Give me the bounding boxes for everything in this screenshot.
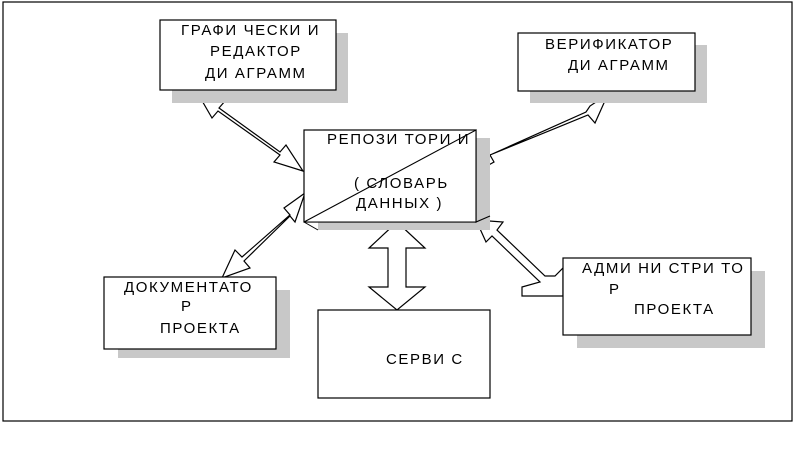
service-box	[317, 309, 491, 399]
administrator-label-line-1: АДМИ НИ СТРИ ТО	[582, 260, 745, 277]
graphic-editor-label-line-2: РЕДАКТОР	[210, 43, 302, 60]
repository-label-line-2: ( СЛОВАРЬ	[354, 175, 449, 192]
documentator-box	[103, 276, 277, 350]
documentator-label-line-3: ПРОЕКТА	[160, 320, 241, 337]
repository-bevel	[303, 129, 491, 223]
administrator-box	[562, 257, 752, 336]
verifier-label-line-2: ДИ АГРАММ	[568, 57, 670, 74]
service-label: СЕРВИ С	[386, 351, 464, 368]
verifier-box	[517, 32, 696, 92]
administrator-label-line-2: Р	[609, 281, 621, 298]
repository-label-line-3: ДАННЫХ )	[356, 195, 443, 212]
administrator-label-line-3: ПРОЕКТА	[634, 301, 715, 318]
repository-bevel-edge	[303, 221, 319, 231]
graphic-editor-box	[159, 19, 337, 91]
arrow-editor-repository	[195, 90, 305, 173]
graphic-editor-label-line-3: ДИ АГРАММ	[205, 65, 307, 82]
graphic-editor-label-line-1: ГРАФИ ЧЕСКИ И	[181, 22, 320, 39]
verifier-label-line-1: ВЕРИФИКАТОР	[545, 36, 673, 53]
documentator-label-line-2: Р	[181, 298, 193, 315]
repository-label-line-1: РЕПОЗИ ТОРИ И	[327, 131, 470, 148]
documentator-label-line-1: ДОКУМЕНТАТО	[124, 279, 253, 296]
